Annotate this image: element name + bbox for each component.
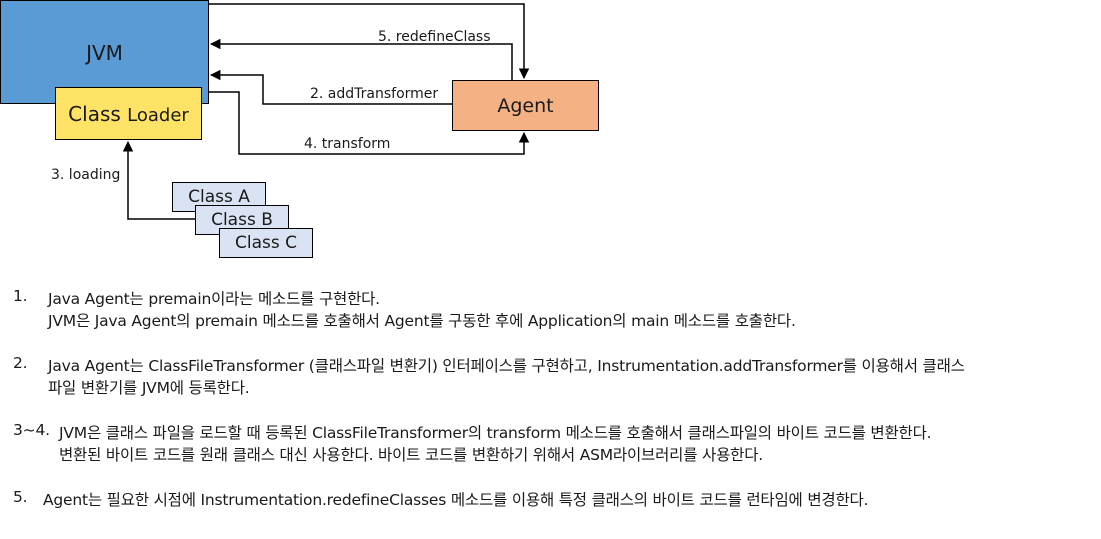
list-item-line: JVM은 클래스 파일을 로드할 때 등록된 ClassFileTransfor… bbox=[59, 424, 932, 442]
class-c-label: Class C bbox=[235, 233, 297, 253]
list-item-number: 2. bbox=[13, 354, 28, 372]
arrow-loading bbox=[122, 140, 195, 220]
list-item-line: Java Agent는 ClassFileTransformer (클래스파일 … bbox=[48, 357, 965, 375]
list-item-number: 3~4. bbox=[13, 421, 50, 439]
list-item-line: JVM은 Java Agent의 premain 메소드를 호출해서 Agent… bbox=[48, 312, 796, 330]
class-a-label: Class A bbox=[188, 187, 250, 207]
edge-label-loading: 3. loading bbox=[51, 167, 121, 183]
class-b-label: Class B bbox=[211, 210, 273, 230]
class-loader-box: Class Loader bbox=[55, 87, 202, 140]
jvm-label: JVM bbox=[86, 41, 123, 65]
arrow-jvm-to-agent bbox=[209, 3, 530, 80]
arrow-transform bbox=[202, 91, 530, 155]
class-c-box: Class C bbox=[219, 228, 313, 258]
edge-label-transform: 4. transform bbox=[304, 136, 391, 152]
class-loader-word1: Class bbox=[68, 101, 121, 126]
list-item-line: 변환된 바이트 코드를 원래 클래스 대신 사용한다. 바이트 코드를 변환하기… bbox=[59, 446, 763, 464]
edge-label-add-transformer: 2. addTransformer bbox=[310, 86, 439, 102]
arrow-redefine-class bbox=[209, 38, 513, 80]
list-item-line: Agent는 필요한 시점에 Instrumentation.redefineC… bbox=[43, 491, 869, 509]
agent-box: Agent bbox=[452, 80, 599, 131]
list-item-line: Java Agent는 premain이라는 메소드를 구현한다. bbox=[48, 290, 380, 308]
arrow-add-transformer bbox=[209, 69, 452, 105]
class-loader-word2: Loader bbox=[127, 104, 189, 126]
jvm-box: JVM bbox=[0, 0, 209, 104]
list-item-number: 1. bbox=[13, 287, 28, 305]
list-item-number: 5. bbox=[13, 488, 28, 506]
list-item-line: 파일 변환기를 JVM에 등록한다. bbox=[48, 379, 250, 397]
edge-label-redefine-class: 5. redefineClass bbox=[378, 29, 491, 45]
class-b-box: Class B bbox=[195, 205, 289, 235]
class-loader-label: Class Loader bbox=[68, 102, 189, 126]
agent-label: Agent bbox=[497, 94, 554, 117]
